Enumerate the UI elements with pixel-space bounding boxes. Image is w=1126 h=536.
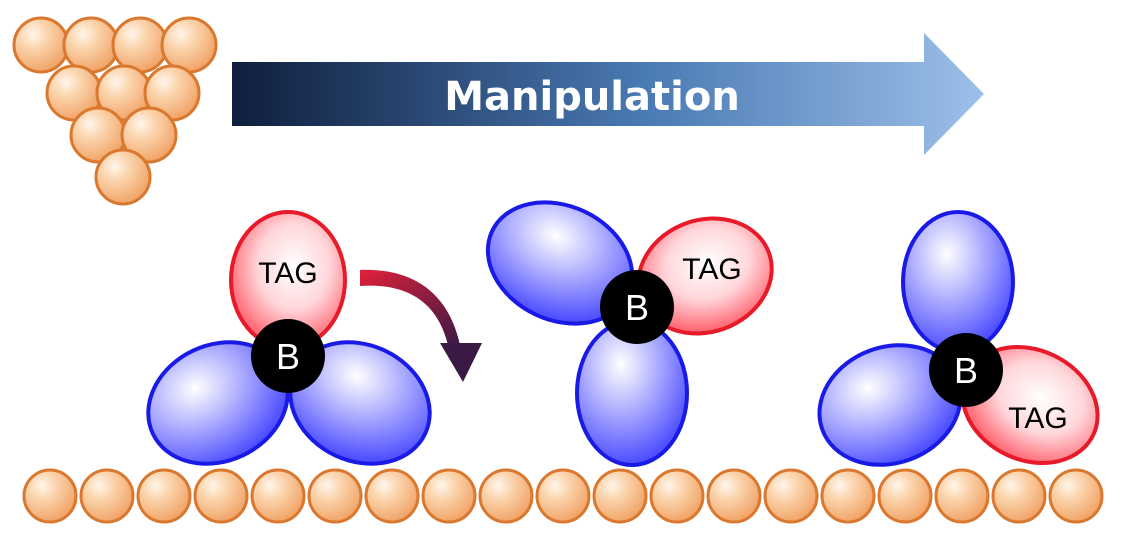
center-atom — [600, 270, 674, 344]
surface-atom — [79, 468, 135, 524]
surface-atom — [649, 468, 705, 524]
tag-label: TAG — [682, 253, 741, 286]
tag-label: TAG — [258, 257, 317, 290]
surface-atom — [763, 468, 819, 524]
center-atom — [929, 333, 1003, 407]
molecule-state-2: TAG B — [485, 200, 774, 467]
molecule-state-3: TAG B — [817, 210, 1100, 467]
cluster-atom — [160, 16, 218, 74]
surface-atom — [136, 468, 192, 524]
cluster-atom — [94, 148, 152, 206]
center-atom — [251, 319, 325, 393]
surface-atom — [364, 468, 420, 524]
surface-atom — [592, 468, 648, 524]
manipulation-arrow: Manipulation — [232, 33, 984, 155]
manipulation-label: Manipulation — [444, 74, 740, 120]
surface-atom — [991, 468, 1047, 524]
surface-atom — [421, 468, 477, 524]
atom-cluster — [12, 16, 218, 206]
blue-lobe — [901, 210, 1015, 354]
molecule-state-1: TAG B — [146, 210, 432, 466]
rotate-arrow-icon — [360, 269, 482, 382]
surface-atom — [535, 468, 591, 524]
center-label: B — [625, 287, 649, 328]
surface-atom — [820, 468, 876, 524]
surface-atom-row — [22, 468, 1104, 524]
surface-atom — [478, 468, 534, 524]
surface-atom — [22, 468, 78, 524]
tag-label: TAG — [1008, 402, 1067, 435]
surface-atom — [250, 468, 306, 524]
surface-atom — [706, 468, 762, 524]
center-label: B — [276, 336, 300, 377]
cluster-atom — [120, 106, 178, 164]
cluster-atom — [12, 16, 70, 74]
surface-atom — [934, 468, 990, 524]
surface-atom — [877, 468, 933, 524]
center-label: B — [954, 350, 978, 391]
surface-atom — [307, 468, 363, 524]
surface-atom — [1048, 468, 1104, 524]
cluster-atom — [62, 16, 120, 74]
surface-atom — [193, 468, 249, 524]
cluster-atom — [111, 16, 169, 74]
